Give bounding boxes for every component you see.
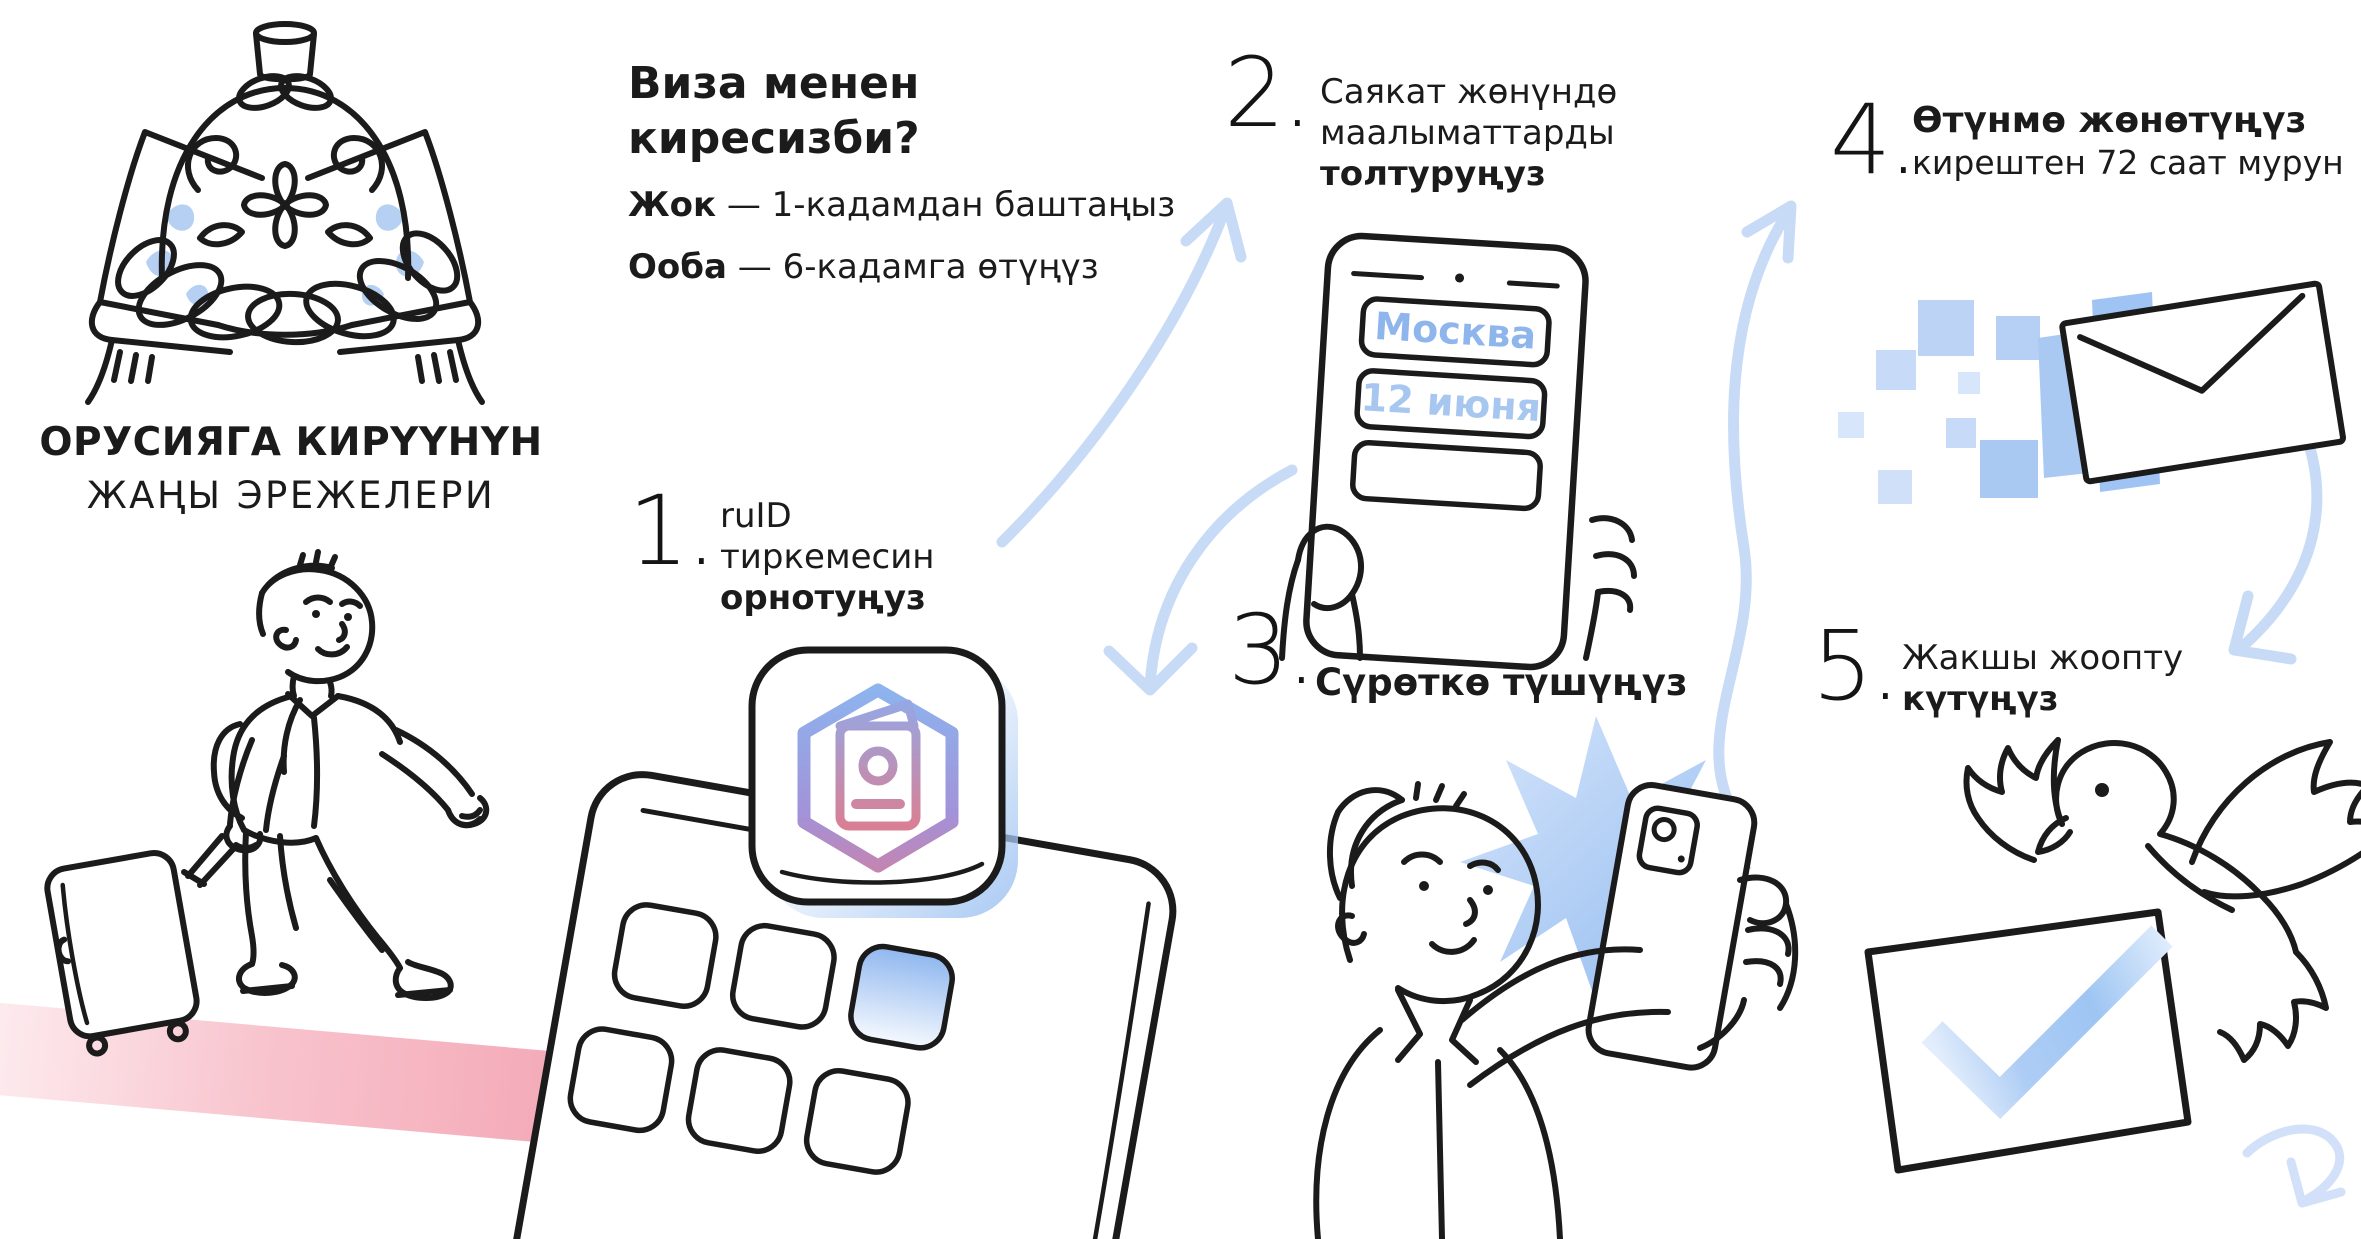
city-field: [1358, 296, 1552, 368]
visa-option-yes: Ооба — 6-кадамга өтүңүз: [628, 247, 1099, 287]
checkmark-icon: [1921, 925, 2173, 1120]
dove-left-wing: [1963, 737, 2061, 863]
suitcase-icon: [44, 849, 200, 1057]
visa-heading-line1: Виза менен: [628, 58, 920, 109]
flower-ornament-icon: [241, 161, 329, 249]
envelope-illustration: [1838, 280, 2347, 504]
date-field-text: 12 июня: [1360, 375, 1543, 430]
traveler-with-suitcase-illustration: [44, 549, 490, 1057]
step-3-label: Сүрөткө түшүңүз: [1315, 661, 1688, 704]
ruid-app-icon: [748, 646, 1018, 918]
arrow-step2-to-step3-icon: [1103, 464, 1298, 696]
selfie-phone-icon: [1585, 782, 1758, 1071]
highlighted-app-slot: [848, 943, 955, 1051]
dove-right-wing: [2189, 739, 2361, 900]
dove-tail: [2217, 949, 2329, 1063]
step-1-line2: тиркемесин: [720, 537, 935, 577]
towel-ornament-icon: [146, 204, 424, 306]
step-1-number: 1.: [628, 475, 717, 587]
left-thumb: [1295, 523, 1365, 612]
step-1-line1: ruID: [720, 496, 792, 536]
arrow-step3-to-step4-icon: [1713, 200, 1797, 824]
step-4-label: Өтүнмө жөнөтүңүз кирештен 72 саат мурун: [1912, 100, 2344, 184]
empty-field: [1350, 440, 1543, 512]
step-2-label: Саякат жөнүндө маалыматтарды толтуруңуз: [1320, 72, 1617, 195]
step-2-number: 2.: [1224, 37, 1313, 149]
phone-homescreen-illustration: [478, 646, 1177, 1239]
phone-form-illustration: Москва 12 июня: [1279, 232, 1637, 671]
arrow-step1-to-step2-icon: [996, 197, 1247, 548]
step-2-line1: Саякат жөнүндө: [1320, 72, 1618, 112]
city-field-text: Москва: [1373, 304, 1537, 358]
main-title: ОРУСИЯГА КИРҮҮНҮН ЖАҢЫ ЭРЕЖЕЛЕРИ: [8, 420, 574, 517]
envelope-icon: [2059, 280, 2347, 485]
main-title-line2: ЖАҢЫ ЭРЕЖЕЛЕРИ: [86, 474, 496, 517]
step-4-number: 4.: [1830, 84, 1919, 196]
step-1-label: ruID тиркемесин орнотуңуз: [720, 496, 935, 619]
visa-option-no-text: — 1-кадамдан баштаңыз: [716, 185, 1176, 225]
visa-option-no: Жок — 1-кадамдан баштаңыз: [628, 185, 1175, 225]
selfie-illustration: [1313, 716, 1799, 1239]
bread-and-salt-illustration: [85, 21, 485, 405]
main-title-line1: ОРУСИЯГА КИРҮҮНҮН: [39, 420, 543, 465]
step-2-line3: толтуруңуз: [1320, 154, 1546, 194]
step-3-number: 3.: [1228, 594, 1317, 706]
arrow-corner-icon: [2242, 1124, 2346, 1208]
step-5-label: Жакшы жоопту күтүңүз: [1902, 638, 2183, 720]
visa-question-heading: Виза менен киресизби?: [628, 56, 920, 166]
step-5-line1: Жакшы жоопту: [1902, 638, 2184, 678]
step-4-line1: Өтүнмө жөнөтүңүз: [1912, 100, 2307, 141]
date-field: [1354, 368, 1548, 440]
step-5-line2: күтүңүз: [1902, 679, 2059, 719]
visa-option-no-label: Жок: [628, 185, 717, 225]
visa-option-yes-label: Ооба: [628, 247, 727, 287]
dove-with-document-illustration: [1864, 737, 2361, 1174]
step-2-line2: маалыматтарды: [1320, 113, 1615, 153]
visa-heading-line2: киресизби?: [628, 113, 920, 164]
step-5-number: 5.: [1812, 610, 1901, 722]
step-4-line2: кирештен 72 саат мурун: [1912, 143, 2344, 182]
step-1-line3: орнотуңуз: [720, 578, 926, 618]
visa-option-yes-text: — 6-кадамга өтүңүз: [726, 247, 1099, 287]
